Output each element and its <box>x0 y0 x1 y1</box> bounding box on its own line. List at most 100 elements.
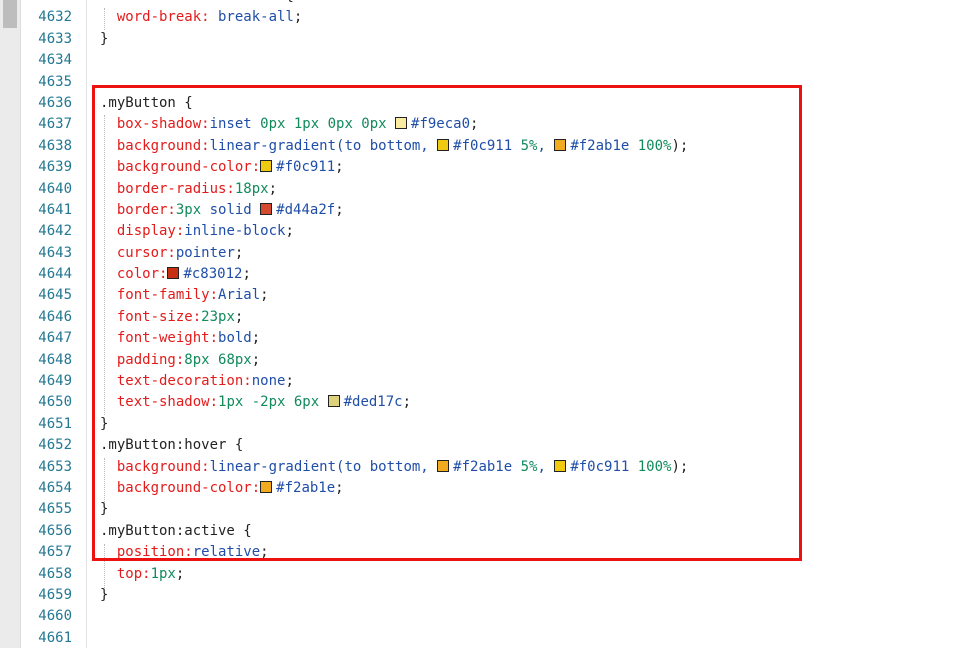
line-number: 4639 <box>38 159 72 176</box>
code-token: pointer <box>175 244 235 261</box>
line-text: padding:8px 68px; <box>100 350 260 371</box>
code-token: Arial <box>218 287 261 304</box>
code-token: border-radius: <box>116 180 235 197</box>
color-swatch-icon[interactable] <box>395 117 408 130</box>
code-line[interactable]: 4650 text-shadow:1px -2px 6px #ded17c; <box>0 392 980 413</box>
code-token: 8px 68px <box>184 351 252 368</box>
line-number: 4638 <box>38 137 72 154</box>
code-line[interactable]: 4644 color:#c83012; <box>0 264 980 285</box>
code-token <box>100 352 117 368</box>
code-token: #f0c911 <box>570 458 638 475</box>
code-token <box>100 159 117 175</box>
line-number: 4655 <box>38 501 72 518</box>
line-text: position:relative; <box>100 542 269 563</box>
color-swatch-icon[interactable] <box>327 395 340 408</box>
code-line[interactable]: 4634 <box>0 50 980 71</box>
code-token: #f2ab1e <box>453 458 521 475</box>
code-line[interactable]: 4643 cursor:pointer; <box>0 243 980 264</box>
code-token <box>100 245 117 261</box>
code-token: #f0c911 <box>453 137 521 154</box>
line-text: background:linear-gradient(to bottom, #f… <box>100 136 688 157</box>
line-text: color:#c83012; <box>100 264 251 285</box>
code-line[interactable]: 4649 text-decoration:none; <box>0 371 980 392</box>
code-token: ; <box>335 159 344 176</box>
line-number: 4631 <box>20 0 72 7</box>
code-token: inline-block <box>184 223 286 240</box>
line-text: .myButton:hover { <box>100 435 243 456</box>
code-token: 0px 1px 0px 0px <box>260 116 396 133</box>
line-text: .box-timeline-content { <box>100 0 294 7</box>
code-token: 18px <box>234 180 269 197</box>
line-number: 4634 <box>38 52 72 69</box>
code-line[interactable]: 4656.myButton:active { <box>0 521 980 542</box>
color-swatch-icon[interactable] <box>167 267 180 280</box>
line-text: border:3px solid #d44a2f; <box>100 200 344 221</box>
color-swatch-icon[interactable] <box>437 459 450 472</box>
code-token: ; <box>251 330 261 347</box>
line-text: } <box>100 499 108 520</box>
code-token: font-weight: <box>116 330 219 347</box>
code-line[interactable]: 4653 background:linear-gradient(to botto… <box>0 457 980 478</box>
code-line[interactable]: 4632 word-break: break-all; <box>0 7 980 28</box>
code-line[interactable]: 4659} <box>0 585 980 606</box>
code-token: #f2ab1e <box>276 479 336 496</box>
code-line[interactable]: 4654 background-color:#f2ab1e; <box>0 478 980 499</box>
code-token <box>100 480 117 496</box>
code-line[interactable]: 4635 <box>0 72 980 93</box>
code-line[interactable]: 4639 background-color:#f0c911; <box>0 157 980 178</box>
code-line[interactable]: 4645 font-family:Arial; <box>0 285 980 306</box>
color-swatch-icon[interactable] <box>554 459 567 472</box>
color-swatch-icon[interactable] <box>554 138 567 151</box>
code-token: top: <box>116 565 151 582</box>
code-token: } <box>100 501 109 518</box>
code-line[interactable]: 4652.myButton:hover { <box>0 435 980 456</box>
code-line[interactable]: 4658 top:1px; <box>0 564 980 585</box>
line-number: 4651 <box>38 415 72 432</box>
code-token: 5% <box>520 458 538 475</box>
line-number: 4643 <box>38 244 72 261</box>
code-line[interactable]: 4636.myButton { <box>0 93 980 114</box>
code-token: ; <box>285 223 294 240</box>
line-text: display:inline-block; <box>100 221 294 242</box>
code-line[interactable]: 4646 font-size:23px; <box>0 307 980 328</box>
line-number: 4657 <box>38 544 72 561</box>
code-line[interactable]: 4641 border:3px solid #d44a2f; <box>0 200 980 221</box>
line-text: background-color:#f2ab1e; <box>100 478 344 499</box>
code-line[interactable]: 4631 .box-timeline-content { <box>0 0 980 7</box>
code-token: word-break: <box>116 9 210 26</box>
code-line[interactable]: 4660 <box>0 606 980 627</box>
code-line[interactable]: 4637 box-shadow:inset 0px 1px 0px 0px #f… <box>0 114 980 135</box>
code-token: display: <box>116 223 185 240</box>
code-token <box>100 287 117 303</box>
code-line[interactable]: 4647 font-weight:bold; <box>0 328 980 349</box>
code-token <box>100 330 117 346</box>
line-number: 4642 <box>38 223 72 240</box>
indent-guide <box>104 115 105 415</box>
scrollbar-thumb[interactable] <box>3 0 17 28</box>
line-text: text-decoration:none; <box>100 371 294 392</box>
code-line[interactable]: 4655} <box>0 499 980 520</box>
color-swatch-icon[interactable] <box>260 480 273 493</box>
code-line[interactable]: 4633} <box>0 29 980 50</box>
code-line[interactable]: 4642 display:inline-block; <box>0 221 980 242</box>
line-text: word-break: break-all; <box>100 7 302 28</box>
color-swatch-icon[interactable] <box>437 138 450 151</box>
vertical-scrollbar[interactable] <box>0 0 21 648</box>
indent-guide <box>104 8 105 30</box>
code-token: ; <box>335 201 344 218</box>
code-line[interactable]: 4651} <box>0 414 980 435</box>
code-line[interactable]: 4648 padding:8px 68px; <box>0 350 980 371</box>
code-token: linear-gradient(to bottom, <box>209 137 438 154</box>
color-swatch-icon[interactable] <box>260 160 273 173</box>
code-line[interactable]: 4640 border-radius:18px; <box>0 179 980 200</box>
color-swatch-icon[interactable] <box>260 202 273 215</box>
code-token: } <box>100 586 109 603</box>
code-line[interactable]: 4657 position:relative; <box>0 542 980 563</box>
code-line[interactable]: 4638 background:linear-gradient(to botto… <box>0 136 980 157</box>
code-token: } <box>100 415 109 432</box>
code-token: background-color: <box>116 479 261 496</box>
code-line[interactable]: 4661 <box>0 628 980 649</box>
code-token: #f9eca0 <box>411 116 471 133</box>
code-token: box-shadow: <box>116 116 210 133</box>
